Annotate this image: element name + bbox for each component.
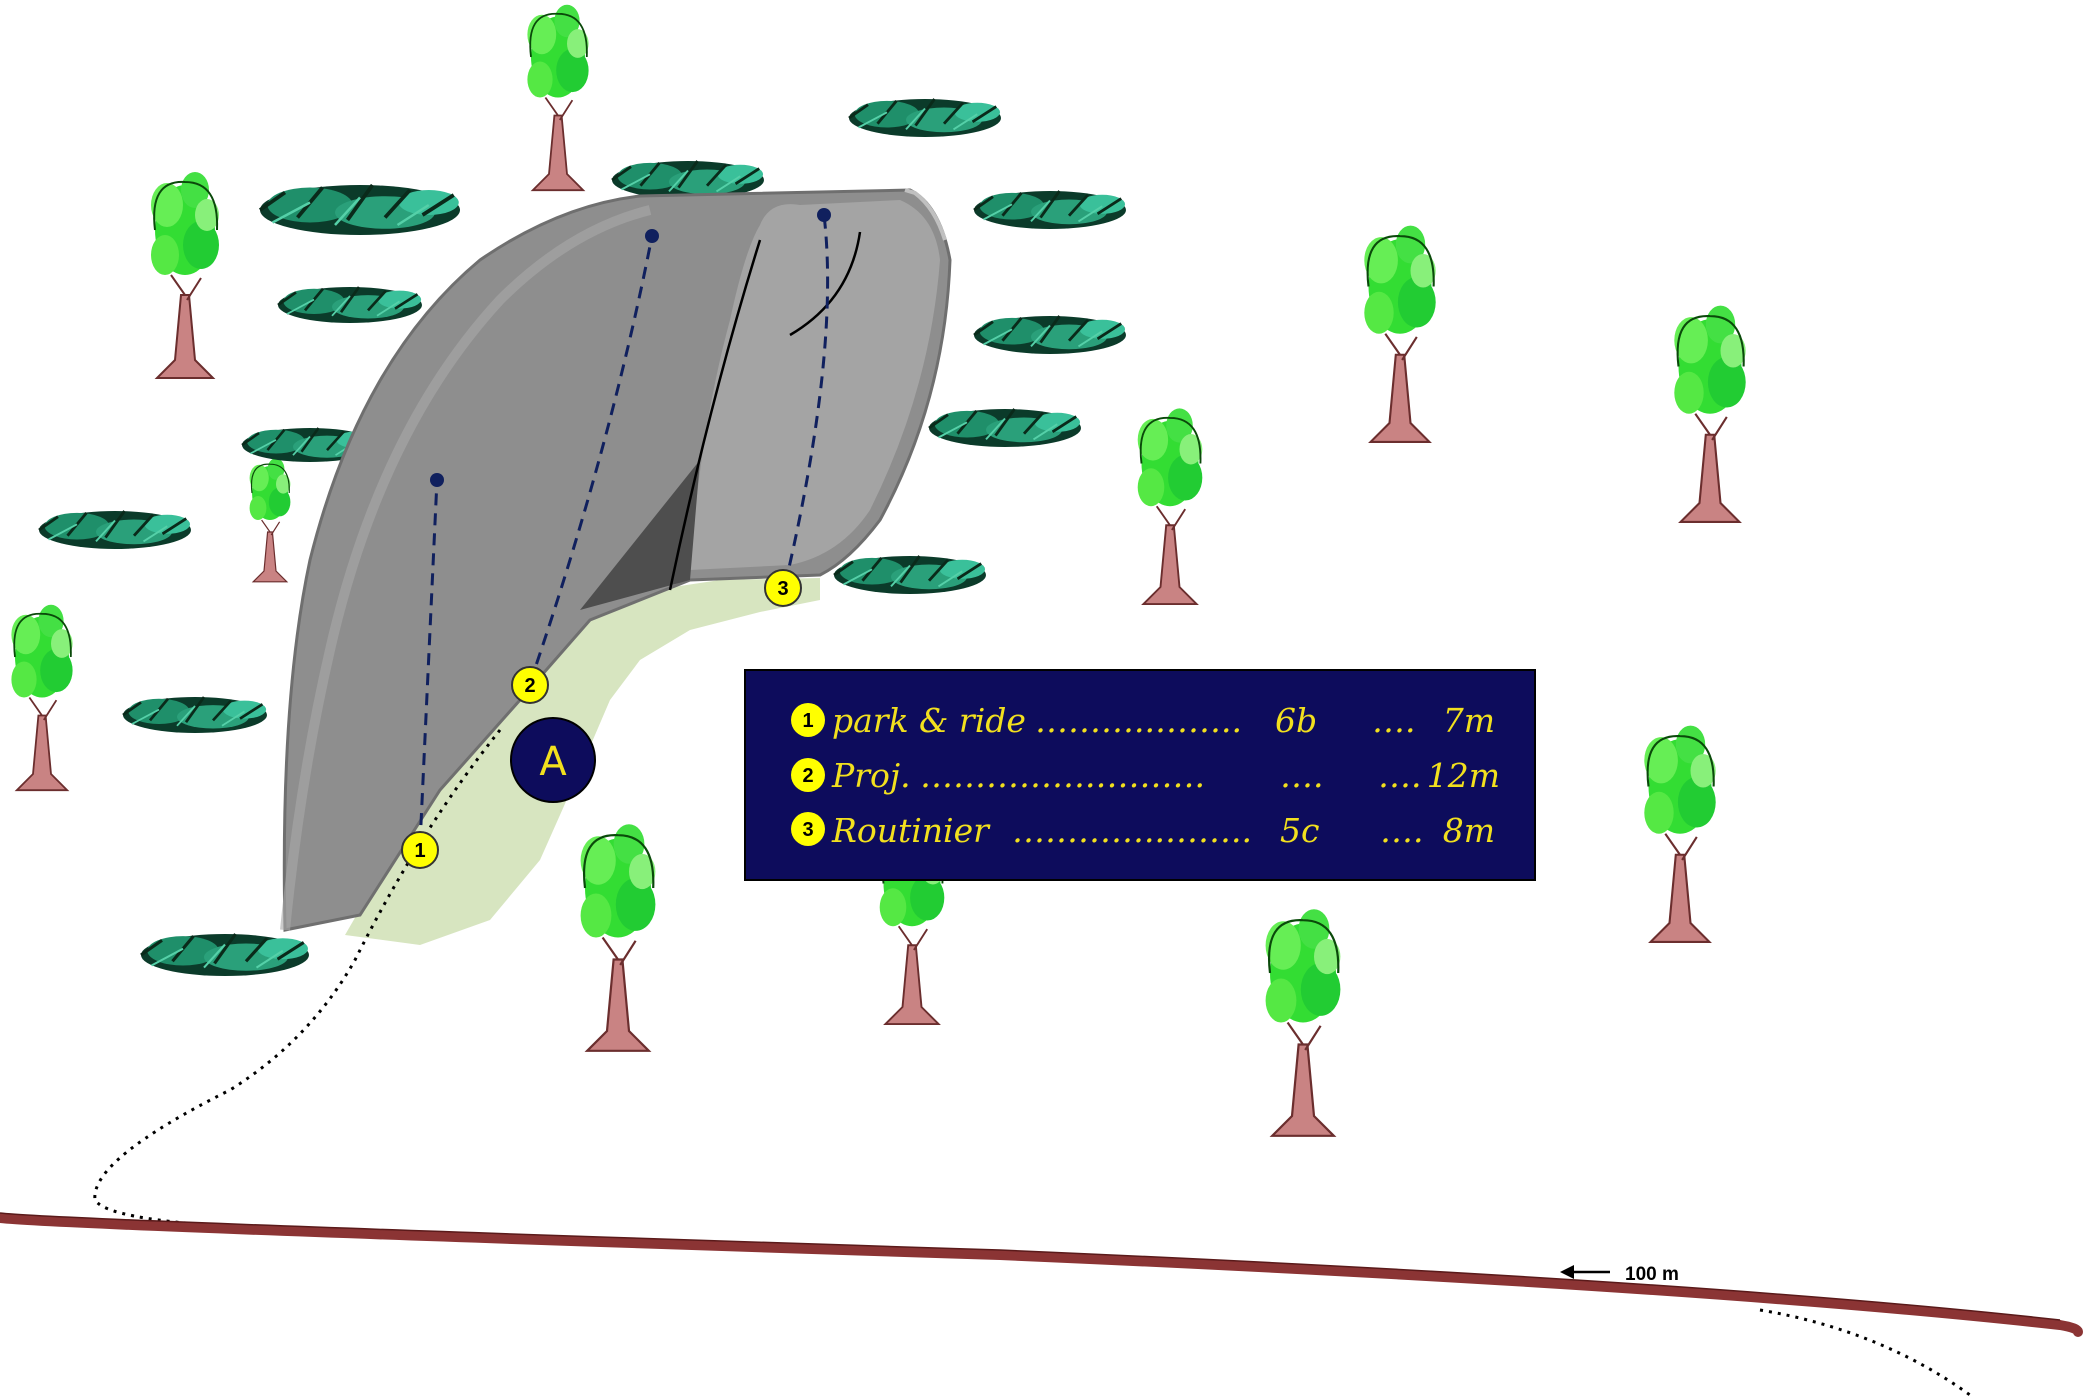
route-length-2: 12m	[1427, 756, 1500, 795]
road	[0, 1213, 2083, 1337]
tree-icon	[1363, 224, 1437, 443]
route-grade-2: ….	[1280, 756, 1324, 795]
route-badge-1: 1	[401, 831, 439, 869]
svg-text:2: 2	[524, 675, 535, 697]
bush-icon	[927, 407, 1083, 449]
area-label: A	[539, 739, 567, 785]
route-dots-2: …………….……….	[920, 756, 1205, 795]
bush-icon	[276, 285, 424, 325]
legend-row-2: 2 Proj. …………….………. …. …. 12m	[791, 756, 1500, 795]
legend-row-1: 1 park & ride ………..…….. 6b …. 7m	[791, 701, 1495, 740]
route-name-2: Proj.	[831, 756, 911, 795]
route-sep-2: ….	[1378, 756, 1422, 795]
route-badge-2: 2	[511, 666, 549, 704]
bush-icon	[972, 189, 1128, 231]
distance-label: 100 m	[1625, 1264, 1679, 1285]
bush-icon	[139, 932, 311, 978]
svg-text:1: 1	[414, 840, 425, 862]
svg-text:3: 3	[802, 819, 813, 841]
bush-icon	[37, 509, 193, 551]
approach-path-lower	[1759, 1308, 1971, 1397]
tree-icon	[1264, 908, 1342, 1137]
boulder	[280, 188, 952, 932]
route-badge-3: 3	[764, 569, 802, 607]
tree-icon	[150, 171, 220, 379]
route-legend: 1 park & ride ………..…….. 6b …. 7m 2 Proj.…	[744, 669, 1536, 881]
tree-icon	[1136, 407, 1204, 606]
legend-row-3: 3 Routinier …………..…….. 5c …. 8m	[791, 811, 1495, 850]
bush-icon	[258, 183, 462, 237]
distance-indicator: 100 m	[1560, 1264, 1679, 1285]
route-grade-1: 6b	[1275, 701, 1317, 740]
tree-icon	[526, 3, 590, 192]
tree-icon	[1673, 304, 1747, 523]
route-dots-3: …………..……..	[1012, 811, 1252, 850]
bush-icon	[972, 314, 1128, 356]
tree-icon	[1643, 724, 1717, 943]
route-line-1	[418, 479, 439, 846]
route-dots-1: ………..……..	[1035, 701, 1242, 740]
route-lines	[418, 208, 831, 846]
tree-icon	[579, 823, 657, 1052]
route-sep-1: ….	[1372, 701, 1416, 740]
route-name-3: Routinier	[831, 811, 991, 850]
bush-icon	[121, 695, 269, 735]
route-grade-3: 5c	[1280, 811, 1319, 850]
route-name-1: park & ride	[832, 701, 1026, 740]
route-sep-3: ….	[1380, 811, 1424, 850]
tree-icon	[10, 603, 74, 792]
route-length-3: 8m	[1443, 811, 1495, 850]
route-line-3	[783, 214, 830, 586]
area-marker: A	[510, 717, 596, 803]
tree-icon	[249, 457, 291, 583]
approach-path	[93, 729, 502, 1232]
route-line-2	[528, 235, 654, 684]
bush-icon	[847, 97, 1003, 139]
route-length-1: 7m	[1443, 701, 1495, 740]
svg-text:1: 1	[802, 710, 813, 732]
svg-text:2: 2	[802, 765, 813, 787]
bush-icon	[832, 554, 988, 596]
svg-text:3: 3	[777, 578, 788, 600]
